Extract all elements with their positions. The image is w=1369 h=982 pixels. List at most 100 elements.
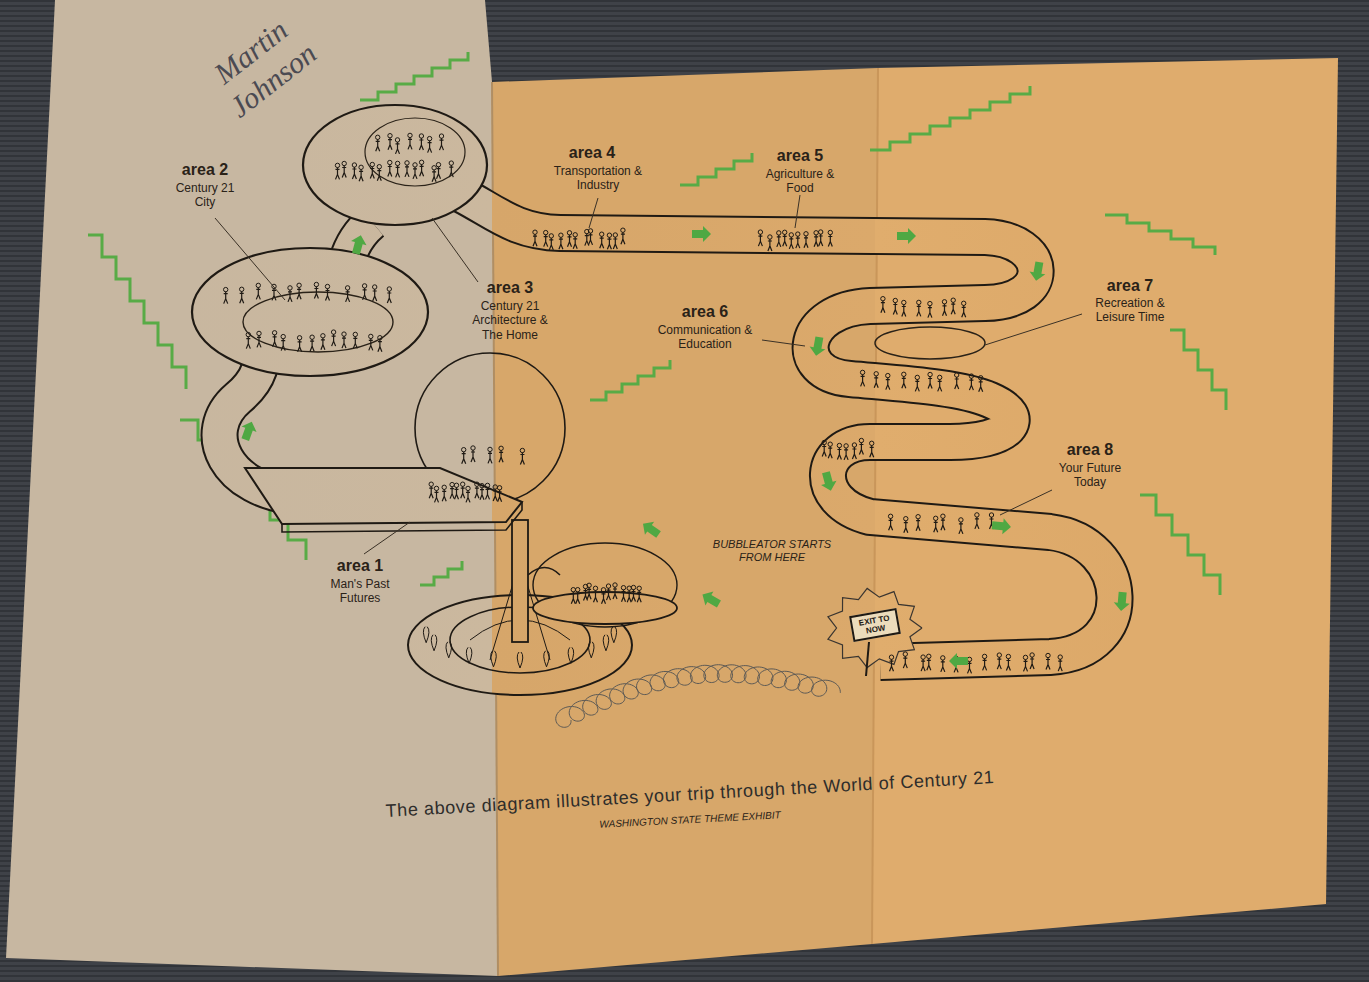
exhibit-oval	[192, 105, 487, 376]
area-number: area 2	[182, 160, 228, 179]
figure-body	[814, 235, 818, 247]
figure-head	[928, 301, 932, 305]
figure-head	[387, 287, 391, 291]
figure-body	[576, 592, 580, 604]
figure-body	[881, 301, 885, 313]
figure-body	[902, 376, 906, 388]
figure-head	[395, 138, 399, 142]
visitor-figure	[889, 655, 893, 671]
figure-head	[520, 448, 524, 452]
green-zigzag	[1105, 215, 1215, 255]
fountain	[423, 627, 616, 668]
figure-head	[621, 586, 625, 590]
figure-head	[342, 161, 346, 165]
figure-head	[758, 230, 762, 234]
figure-head	[607, 233, 611, 237]
visitor-figure	[955, 373, 959, 389]
visitor-figure	[342, 332, 346, 348]
visitor-figure	[941, 656, 945, 672]
figure-head	[485, 483, 489, 487]
figure-body	[916, 519, 920, 531]
figure-head	[593, 586, 597, 590]
figure-head	[419, 134, 423, 138]
figure-body	[321, 338, 325, 350]
figure-head	[606, 584, 610, 588]
figure-head	[450, 482, 454, 486]
figure-head	[388, 160, 392, 164]
figure-head	[429, 482, 433, 486]
area-title: Communication & Education	[653, 323, 757, 352]
figure-body	[442, 489, 446, 501]
figure-body	[387, 291, 391, 303]
figure-body	[621, 232, 625, 244]
figure-head	[941, 656, 945, 660]
figure-head	[576, 588, 580, 592]
area-number: area 1	[337, 556, 383, 575]
leader-line	[795, 195, 800, 228]
figure-body	[314, 287, 318, 299]
figure-head	[432, 166, 436, 170]
visitor-figure	[573, 233, 577, 249]
figure-body	[589, 233, 593, 245]
figure-head	[888, 514, 892, 518]
bubbleator	[533, 543, 677, 627]
paper-panel	[872, 58, 1338, 944]
visitor-figure	[373, 285, 377, 301]
exhibit-credit: WASHINGTON STATE THEME EXHIBIT	[599, 809, 781, 830]
figure-body	[941, 660, 945, 672]
visitor-figure	[544, 230, 548, 246]
figure-body	[420, 164, 424, 176]
area-title: Your Future Today	[1047, 461, 1133, 490]
figure-body	[273, 335, 277, 347]
exhibit-oval	[365, 118, 465, 186]
figure-head	[1023, 655, 1027, 659]
figure-head	[362, 284, 366, 288]
pencil-scribble	[556, 665, 841, 728]
bubbleator	[533, 592, 677, 624]
visitor-figure	[979, 376, 983, 392]
visitor-figure	[377, 165, 381, 181]
figure-body	[342, 336, 346, 348]
paper-panel	[6, 0, 1338, 976]
visitor-figure	[917, 300, 921, 316]
figure-body	[600, 236, 604, 248]
figure-head	[1006, 654, 1010, 658]
figure-body	[874, 376, 878, 388]
figure-head	[822, 440, 826, 444]
visitor-figure	[814, 231, 818, 247]
visitor-figure	[419, 160, 423, 176]
visitor-figure	[520, 448, 524, 464]
figure-body	[332, 334, 336, 346]
visitor-figure	[439, 134, 443, 150]
figure-head	[927, 654, 931, 658]
figure-head	[852, 443, 856, 447]
leader-line	[432, 218, 478, 282]
visitor-figure	[613, 583, 617, 599]
area-title: Century 21 City	[169, 181, 241, 210]
figure-body	[968, 661, 972, 673]
visitor-figure	[870, 441, 874, 457]
figure-body	[224, 292, 228, 304]
leader-line	[762, 340, 805, 346]
figure-head	[475, 482, 479, 486]
figure-head	[321, 334, 325, 338]
figure-head	[889, 655, 893, 659]
figure-body	[938, 379, 942, 391]
visitor-figure	[607, 233, 611, 249]
leader-line	[985, 314, 1082, 345]
figure-body	[240, 291, 244, 303]
figure-body	[405, 165, 409, 177]
visitor-figure	[475, 482, 479, 498]
visitor-figure	[844, 444, 848, 460]
figure-body	[499, 450, 503, 462]
figure-body	[904, 521, 908, 533]
figure-body	[466, 490, 470, 502]
figure-head	[533, 230, 537, 234]
figure-head	[395, 161, 399, 165]
visitor-figure	[388, 134, 392, 150]
figure-body	[378, 340, 382, 352]
figure-head	[462, 448, 466, 452]
green-zigzag	[420, 561, 462, 585]
figure-head	[246, 332, 250, 336]
figure-body	[435, 490, 439, 502]
